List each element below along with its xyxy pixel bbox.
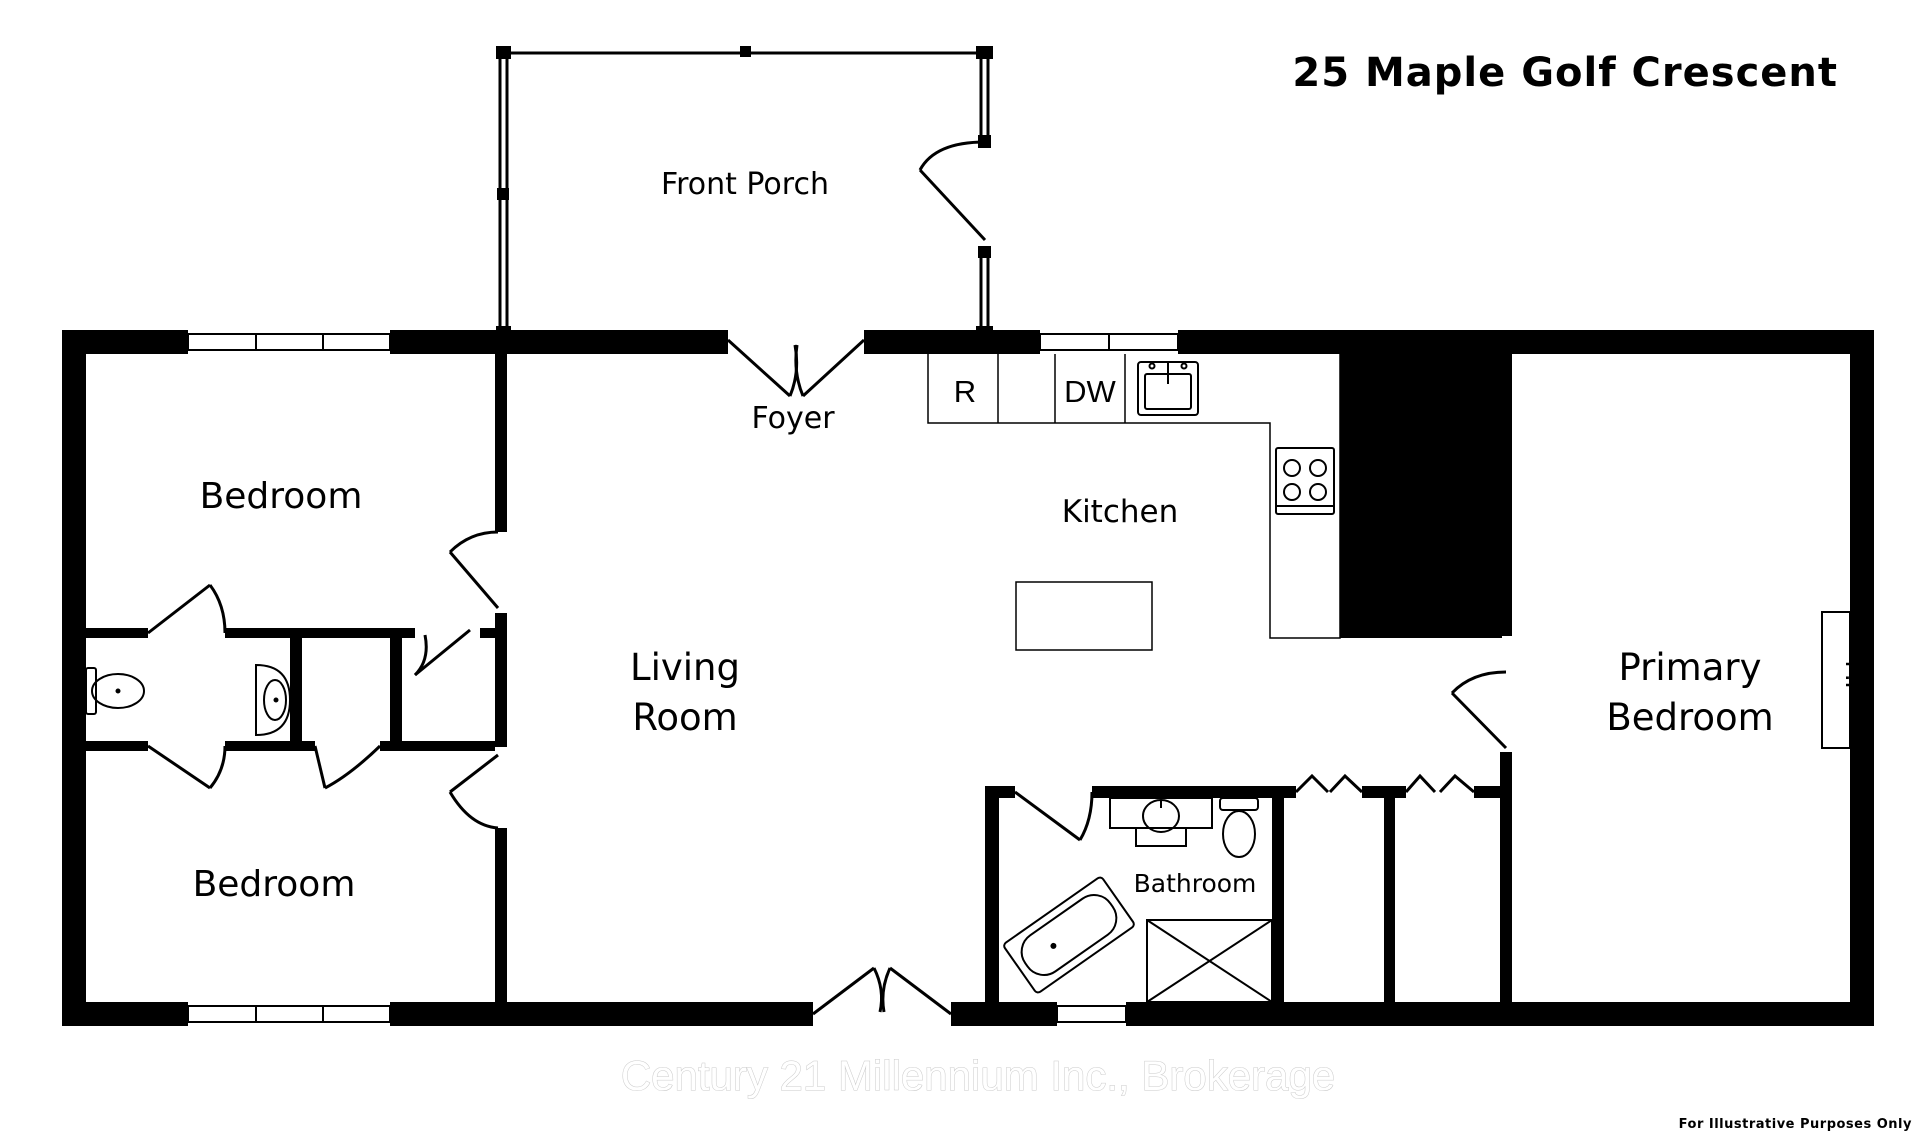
interior-walls: [86, 354, 1512, 1002]
refrigerator-label: R: [954, 374, 976, 409]
room-label-primary-line1: Primary: [1619, 646, 1762, 689]
fireplace-icon: [1821, 611, 1851, 749]
dishwasher-label: DW: [1064, 374, 1116, 409]
room-label-foyer: Foyer: [751, 401, 835, 436]
room-label-bedroom-top: Bedroom: [200, 476, 363, 517]
porch-door: [918, 140, 987, 242]
room-label-kitchen: Kitchen: [1062, 494, 1179, 530]
disclaimer: For Illustrative Purposes Only: [1679, 1117, 1912, 1132]
kitchen-counters: [927, 354, 1341, 651]
ensuite-toilet-icon: [85, 667, 145, 715]
windows: [187, 333, 1179, 1023]
room-label-primary-line2: Bedroom: [1606, 696, 1773, 739]
bathtub-icon: [1003, 876, 1135, 994]
room-label-living-line2: Room: [632, 696, 737, 739]
bathroom-sink-icon: [1109, 797, 1213, 847]
exterior-walls: [62, 330, 1874, 1026]
foyer-door: [726, 338, 866, 398]
room-label-bedroom-bottom: Bedroom: [193, 864, 356, 905]
shower-icon: [1146, 919, 1273, 1003]
ensuite-sink-icon: [255, 663, 292, 737]
bathroom-toilet-icon: [1219, 797, 1259, 858]
room-label-front-porch: Front Porch: [661, 167, 829, 202]
stove-icon: [1275, 447, 1335, 515]
room-label-living-line1: Living: [630, 646, 740, 689]
bedroom-doors: [147, 530, 1508, 842]
fireplace-label: F.P: [1840, 660, 1870, 699]
title: 25 Maple Golf Crescent: [1292, 50, 1838, 96]
kitchen-sink-icon: [1137, 361, 1199, 416]
room-label-bathroom: Bathroom: [1134, 869, 1257, 898]
living-rear-door: [812, 966, 952, 1016]
watermark: Century 21 Millennium Inc., Brokerage: [621, 1052, 1335, 1099]
